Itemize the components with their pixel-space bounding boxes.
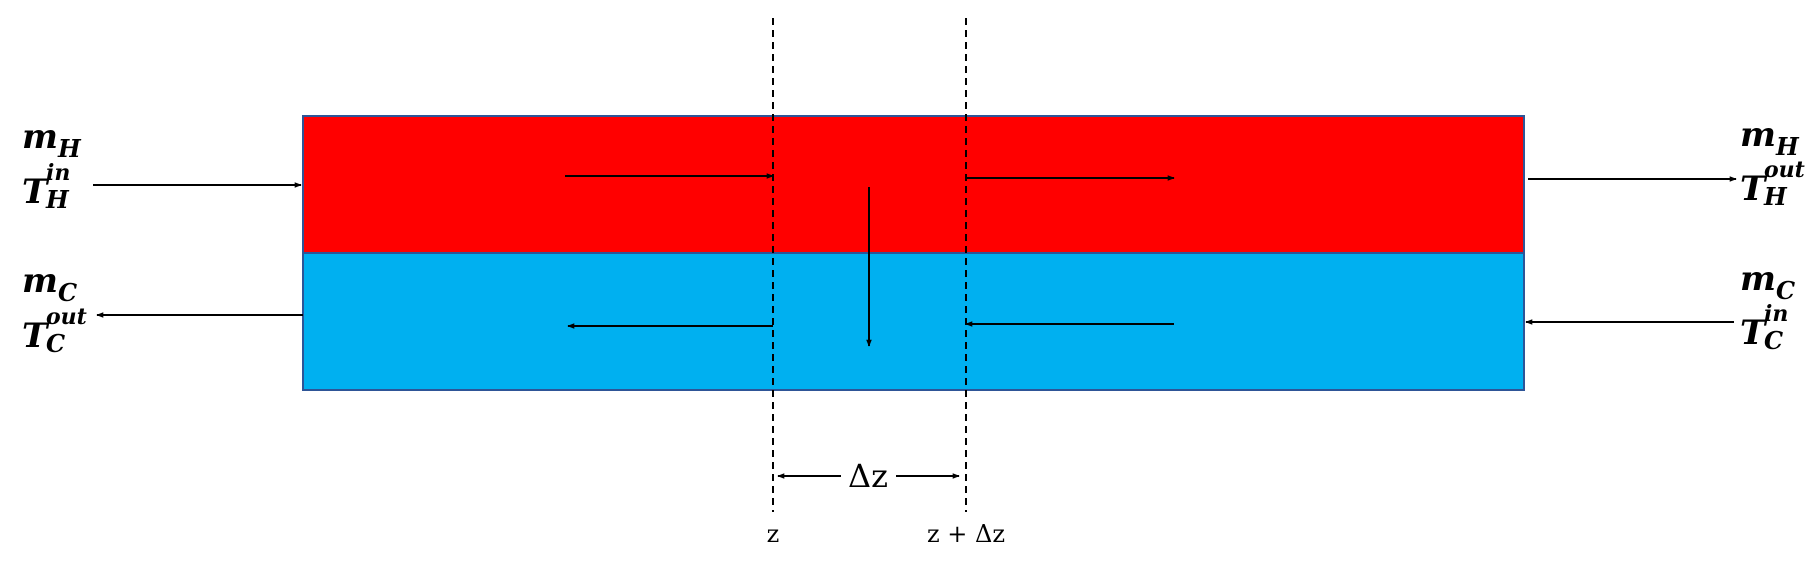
svg-text:mH: mH [1740,115,1800,161]
svg-text:H: H [1763,182,1788,211]
svg-text:in: in [1764,301,1788,327]
hot-inlet-label: mH T in H [22,117,82,214]
svg-text:mC: mC [22,261,77,307]
cold-inlet-label: mC T in C [1740,259,1795,355]
z-label: z [767,520,780,548]
hot-channel [302,115,1525,254]
z-plus-dz-label: z + Δz [927,520,1005,548]
svg-text:in: in [46,160,70,186]
svg-text:T: T [1740,169,1768,209]
hot-outlet-label: mH T out H [1740,115,1805,211]
svg-text:T: T [1740,313,1768,353]
svg-text:out: out [1764,157,1805,183]
svg-text:out: out [46,304,87,330]
svg-text:T: T [22,316,50,356]
svg-text:C: C [1764,326,1783,355]
svg-text:C: C [46,329,65,358]
svg-text:mH: mH [22,117,82,163]
cold-outlet-label: mC T out C [22,261,87,358]
svg-text:H: H [45,185,70,214]
svg-text:mC: mC [1740,259,1795,305]
svg-text:T: T [22,172,50,212]
cold-channel [302,252,1525,391]
delta-z-label: Δz [848,457,888,495]
